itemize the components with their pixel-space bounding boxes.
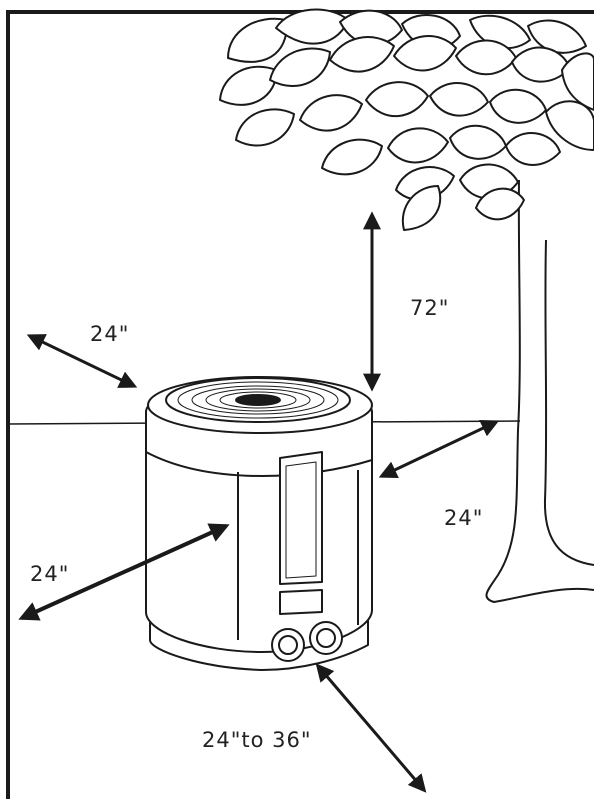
water-fittings: [271, 621, 343, 662]
arrow-front-left: [18, 523, 230, 621]
leaf: [505, 132, 561, 166]
leaf: [527, 19, 587, 54]
label-top: 72": [410, 296, 450, 320]
leaf: [321, 138, 383, 176]
arrow-front: [315, 663, 427, 793]
leaf: [393, 35, 457, 72]
leaf: [545, 100, 594, 151]
leaf: [329, 36, 395, 73]
dimension-arrows: [18, 211, 500, 793]
label-back-left: 24": [90, 322, 130, 346]
label-front-left: 24": [30, 562, 70, 586]
leaf: [429, 82, 489, 117]
tree-trunk: [485, 179, 594, 603]
heat-pump-unit: [145, 376, 373, 671]
leaf: [365, 81, 429, 117]
arrow-right: [378, 420, 500, 478]
leaf: [387, 127, 449, 164]
leaf: [561, 52, 594, 111]
control-panel: [279, 451, 323, 585]
label-right: 24": [444, 506, 484, 530]
leaf: [299, 94, 363, 132]
label-front: 24"to 36": [202, 728, 312, 752]
leaf: [275, 8, 349, 45]
leaf: [449, 124, 507, 160]
wall-outline: [6, 10, 594, 799]
tree-illustration: [219, 8, 594, 603]
leaf: [235, 108, 295, 147]
leaf: [489, 88, 547, 124]
leaf: [269, 47, 331, 87]
arrow-back-left: [26, 334, 138, 388]
fan-grille: [165, 377, 351, 423]
leaf: [475, 187, 525, 221]
leaf: [219, 65, 278, 106]
leaf: [401, 185, 442, 231]
